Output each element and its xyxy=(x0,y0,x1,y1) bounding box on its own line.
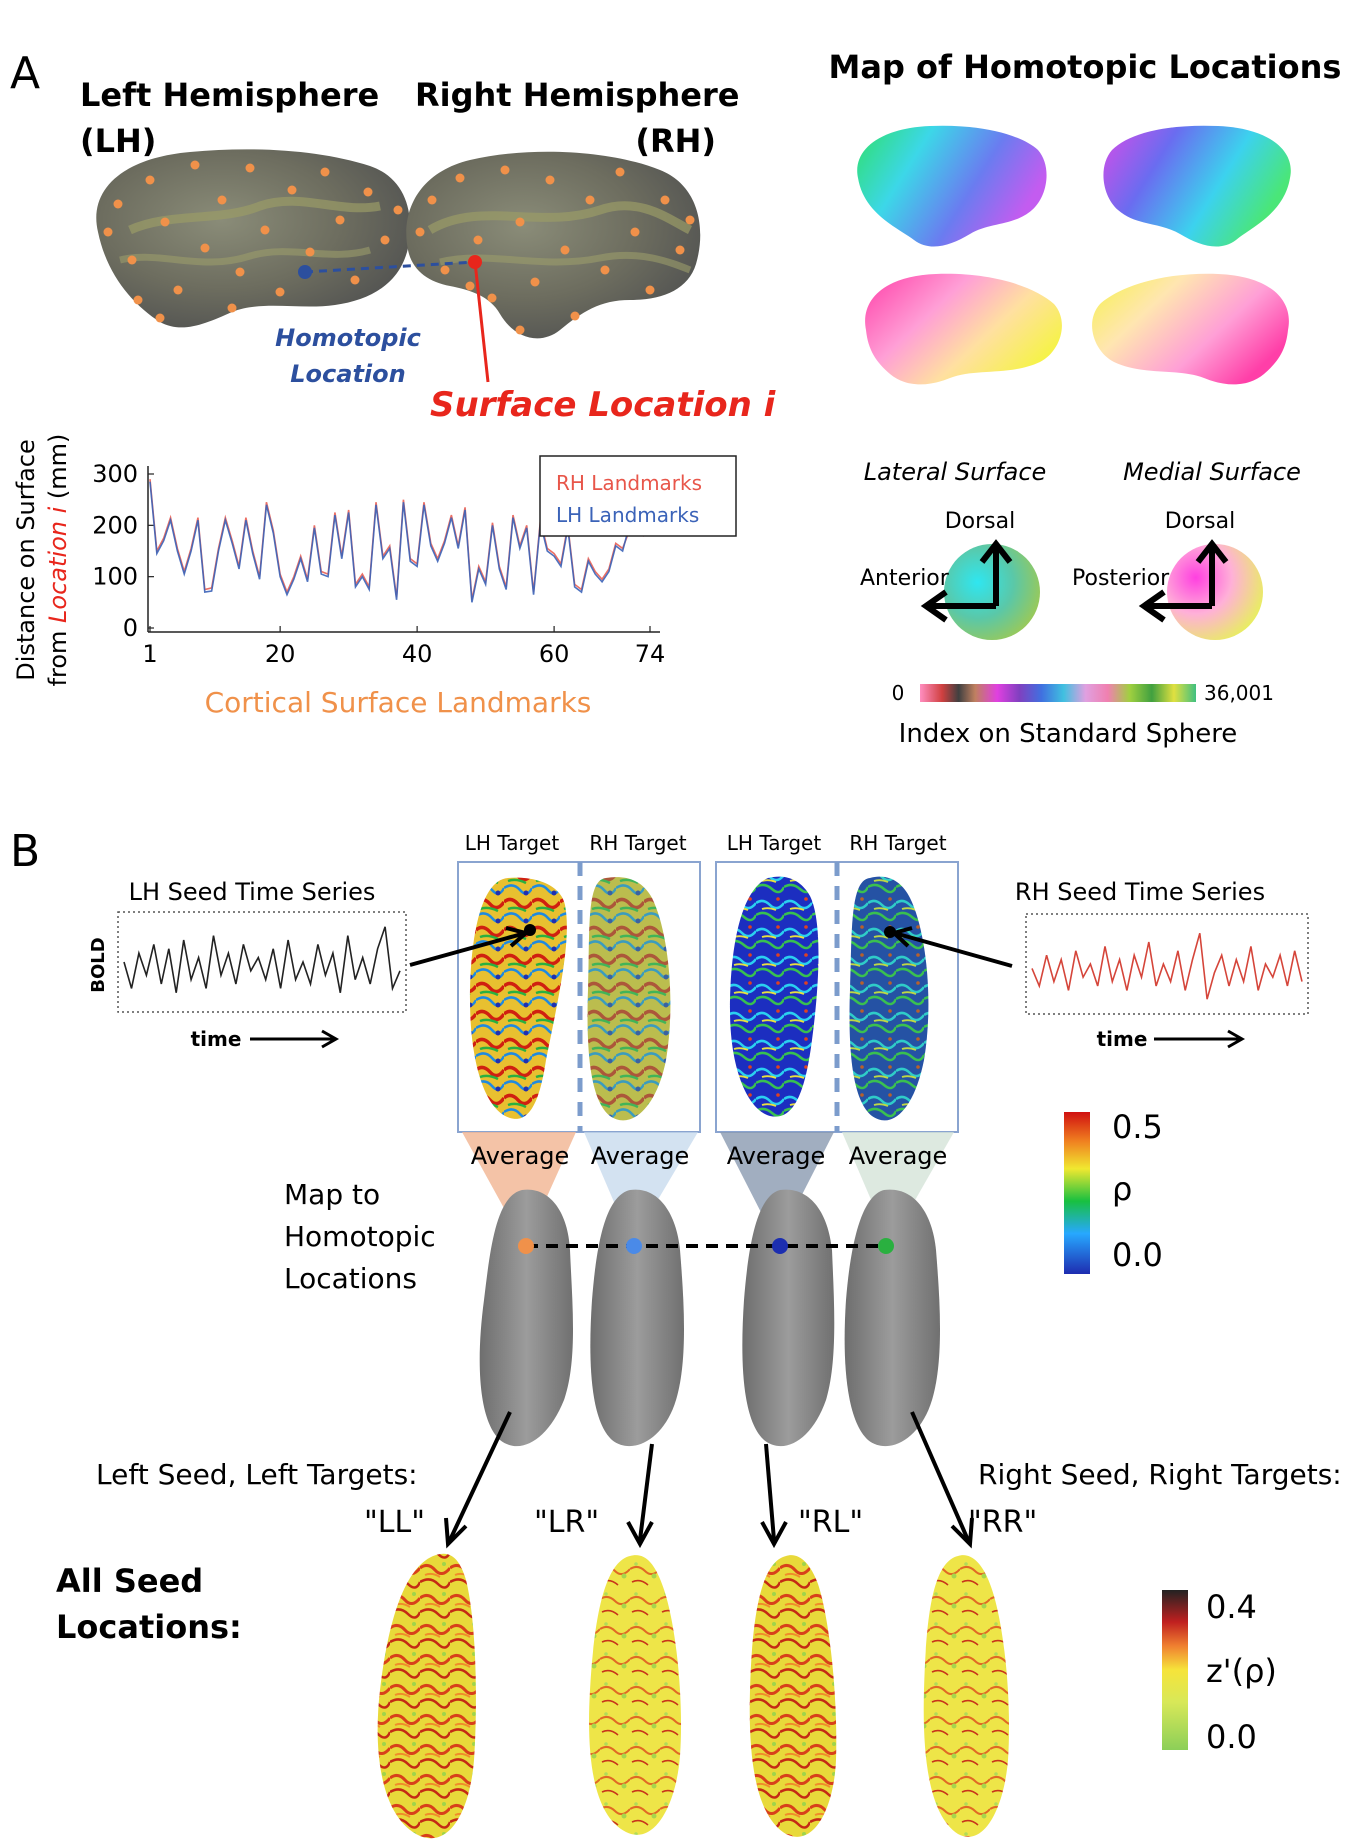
chart-ylabel-line2: from Location i (mm) xyxy=(44,434,72,687)
rh-seed-title: RH Seed Time Series xyxy=(1015,878,1265,906)
lh-seed-target-maps xyxy=(457,861,701,1133)
rho-min: 0.0 xyxy=(1112,1236,1163,1274)
all-seed-line2: Locations: xyxy=(56,1608,242,1646)
legend-entry-rh: RH Landmarks xyxy=(556,471,702,495)
chart-x-tick-label: 60 xyxy=(539,640,570,668)
chart-ylabel-pre: from xyxy=(44,623,72,686)
posterior-label: Posterior xyxy=(1072,566,1170,591)
surface-location-pointer xyxy=(473,261,490,383)
rh-title: Right Hemisphere xyxy=(415,76,739,114)
map-title: Map of Homotopic Locations xyxy=(829,48,1342,86)
lh-abbr: (LH) xyxy=(80,122,156,160)
index-colorbar-min: 0 xyxy=(892,681,905,705)
medial-orientation-arrows xyxy=(1138,539,1229,623)
ll-label: "LL" xyxy=(364,1505,425,1540)
lh-seed-trace xyxy=(123,926,401,993)
lh-lateral-brain xyxy=(96,149,411,328)
homotopic-point-rr xyxy=(878,1238,894,1254)
chart-y-tick-label: 300 xyxy=(92,460,138,488)
rho-colorbar xyxy=(1064,1112,1090,1274)
homotopic-map-brains xyxy=(857,125,1291,385)
panel-a-letter: A xyxy=(10,48,40,99)
chart-x-tick-label: 1 xyxy=(142,640,157,668)
z-label: z'(ρ) xyxy=(1206,1652,1277,1690)
right-seed-label: Right Seed, Right Targets: xyxy=(978,1458,1342,1491)
lh-seed-plot-frame xyxy=(117,911,407,1013)
average-label-2: Average xyxy=(591,1142,690,1170)
rr-label: "RR" xyxy=(968,1505,1037,1540)
lateral-orientation-arrows xyxy=(920,539,1013,623)
average-label-4: Average xyxy=(849,1142,948,1170)
chart-y-tick-label: 200 xyxy=(92,511,138,539)
homotopic-location-dot xyxy=(298,265,312,279)
lh-bold-label: BOLD xyxy=(88,937,109,992)
rh-lateral-brain xyxy=(406,151,701,339)
target-label-rh-2: RH Target xyxy=(849,831,946,855)
all-seed-maps xyxy=(377,1553,1010,1839)
z-colorbar xyxy=(1162,1590,1188,1750)
gray-homotopic-brains xyxy=(479,1189,940,1447)
lh-time-arrow xyxy=(250,1029,340,1049)
medial-surface-label: Medial Surface xyxy=(1123,458,1301,486)
chart-x-tick-label: 74 xyxy=(635,640,666,668)
chart-x-tick-label: 40 xyxy=(402,640,433,668)
left-seed-label: Left Seed, Left Targets: xyxy=(96,1458,418,1491)
rh-seed-point xyxy=(884,926,896,938)
map-to-line1: Map to xyxy=(284,1178,380,1211)
lateral-orientation-sphere xyxy=(944,544,1040,640)
anterior-label: Anterior xyxy=(860,566,950,591)
index-colorbar-label: Index on Standard Sphere xyxy=(899,719,1238,749)
lr-label: "LR" xyxy=(534,1505,599,1540)
index-colorbar xyxy=(920,684,1196,702)
homotopic-point-lr xyxy=(626,1238,642,1254)
lh-seed-arrow xyxy=(409,926,531,967)
chart-ylabel-post: (mm) xyxy=(44,434,72,507)
lateral-surface-label: Lateral Surface xyxy=(864,458,1047,486)
homotopic-link-line xyxy=(304,260,476,274)
rh-seed-arrow xyxy=(890,926,1013,968)
all-seed-line1: All Seed xyxy=(56,1562,203,1600)
average-label-3: Average xyxy=(727,1142,826,1170)
homotopic-label-line2: Location xyxy=(290,360,405,388)
homotopic-point-rl xyxy=(772,1238,788,1254)
lateral-dorsal-label: Dorsal xyxy=(945,509,1016,534)
chart-xlabel: Cortical Surface Landmarks xyxy=(205,686,592,719)
lh-title: Left Hemisphere xyxy=(80,76,379,114)
chart-y-tick-label: 100 xyxy=(92,563,138,591)
output-arrows xyxy=(444,1411,974,1549)
rh-time-arrow xyxy=(1154,1029,1246,1049)
chart-y-tick-label: 0 xyxy=(123,614,138,642)
rh-seed-trace xyxy=(1031,932,1303,1000)
target-label-lh-1: LH Target xyxy=(465,831,560,855)
surface-location-label: Surface Location i xyxy=(430,385,777,425)
rh-time-label: time xyxy=(1097,1027,1148,1051)
rh-abbr: (RH) xyxy=(635,122,716,160)
lh-time-label: time xyxy=(191,1027,242,1051)
target-label-rh-1: RH Target xyxy=(589,831,686,855)
rho-max: 0.5 xyxy=(1112,1108,1163,1146)
rl-label: "RL" xyxy=(798,1505,863,1540)
medial-dorsal-label: Dorsal xyxy=(1165,509,1236,534)
rh-seed-target-maps xyxy=(715,861,959,1133)
lh-seed-title: LH Seed Time Series xyxy=(129,878,376,906)
chart-ylabel-em: Location i xyxy=(44,506,72,623)
chart-legend: RH Landmarks LH Landmarks xyxy=(539,455,737,537)
landmark-dots xyxy=(103,160,695,335)
homotopic-point-ll xyxy=(518,1238,534,1254)
chart-ylabel-line1: Distance on Surface xyxy=(12,439,40,681)
legend-entry-lh: LH Landmarks xyxy=(556,503,699,527)
panel-b-letter: B xyxy=(10,826,40,877)
homotopic-label-line1: Homotopic xyxy=(275,324,421,352)
rho-label: ρ xyxy=(1112,1170,1132,1208)
chart-x-tick-label: 20 xyxy=(265,640,296,668)
map-to-line2: Homotopic xyxy=(284,1220,436,1253)
target-label-lh-2: LH Target xyxy=(727,831,822,855)
z-min: 0.0 xyxy=(1206,1718,1257,1756)
z-max: 0.4 xyxy=(1206,1588,1257,1626)
average-label-1: Average xyxy=(471,1142,570,1170)
map-to-line3: Locations xyxy=(284,1262,417,1295)
index-colorbar-max: 36,001 xyxy=(1204,681,1274,705)
average-funnels xyxy=(462,1132,954,1230)
